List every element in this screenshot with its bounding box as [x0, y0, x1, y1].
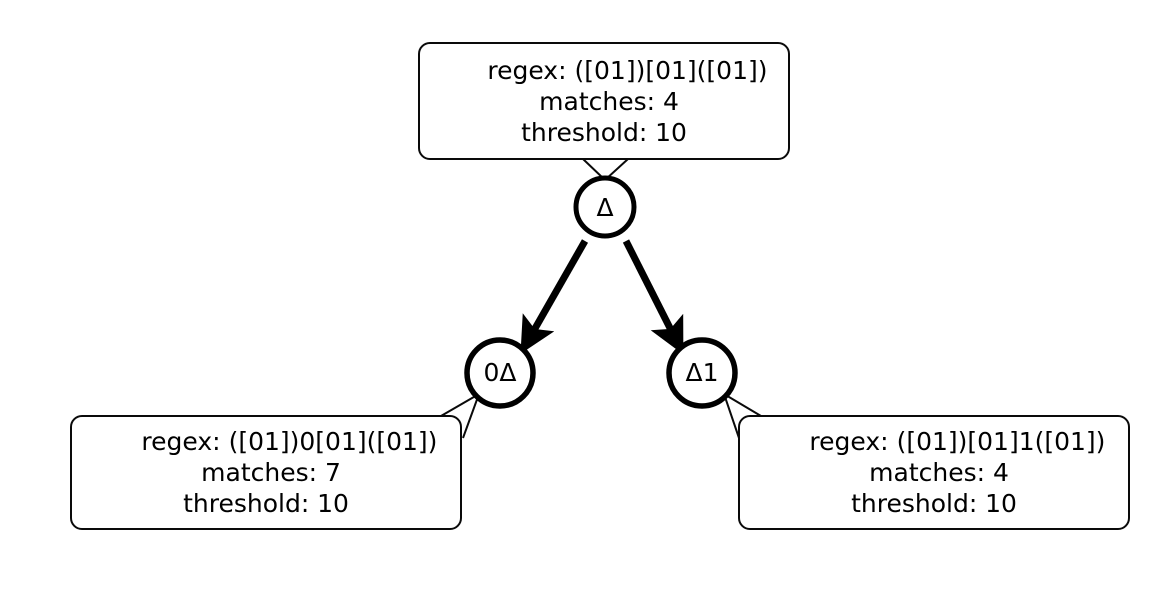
info-row-threshold: threshold: 10 — [183, 488, 349, 519]
info-box-left-child[interactable]: regex: ([01])0[01]([01]) matches: 7 thre… — [70, 415, 462, 530]
edge-root-to-left — [520, 239, 589, 354]
matches-label: matches: — [201, 458, 318, 487]
regex-value: ([01])[01]([01]) — [574, 55, 768, 85]
regex-value: ([01])[01]1([01]) — [896, 427, 1106, 456]
node-circle-root[interactable] — [573, 175, 637, 239]
threshold-value: 10 — [655, 117, 687, 147]
info-box-right-child-lines: regex: ([01])[01]1([01]) matches: 4 thre… — [740, 417, 1128, 528]
edge-root-to-right — [622, 239, 684, 355]
info-row-threshold: threshold: 10 — [851, 488, 1017, 519]
threshold-label: threshold: — [521, 117, 648, 147]
regex-label: regex: — [809, 427, 889, 456]
info-row-regex: regex: ([01])[01]1([01]) — [763, 426, 1106, 457]
threshold-value: 10 — [317, 489, 349, 518]
node-circle-left-child[interactable] — [464, 337, 536, 409]
regex-value: ([01])0[01]([01]) — [228, 427, 438, 456]
matches-label: matches: — [869, 458, 986, 487]
node-circle-right-child[interactable] — [666, 337, 738, 409]
info-box-root[interactable]: regex: ([01])[01]([01]) matches: 4 thres… — [418, 42, 790, 160]
info-box-root-lines: regex: ([01])[01]([01]) matches: 4 thres… — [420, 44, 788, 158]
matches-value: 4 — [663, 86, 679, 116]
threshold-label: threshold: — [851, 489, 978, 518]
matches-value: 7 — [325, 458, 341, 487]
info-box-left-child-lines: regex: ([01])0[01]([01]) matches: 7 thre… — [72, 417, 460, 528]
info-row-regex: regex: ([01])[01]([01]) — [441, 55, 768, 86]
info-row-threshold: threshold: 10 — [521, 117, 687, 148]
regex-label: regex: — [487, 55, 567, 85]
info-row-matches: matches: 7 — [191, 457, 341, 488]
info-row-regex: regex: ([01])0[01]([01]) — [95, 426, 438, 457]
info-row-matches: matches: 4 — [859, 457, 1009, 488]
info-box-right-child[interactable]: regex: ([01])[01]1([01]) matches: 4 thre… — [738, 415, 1130, 530]
regex-label: regex: — [141, 427, 221, 456]
matches-value: 4 — [993, 458, 1009, 487]
matches-label: matches: — [539, 86, 656, 116]
threshold-value: 10 — [985, 489, 1017, 518]
threshold-label: threshold: — [183, 489, 310, 518]
info-row-matches: matches: 4 — [529, 86, 679, 117]
